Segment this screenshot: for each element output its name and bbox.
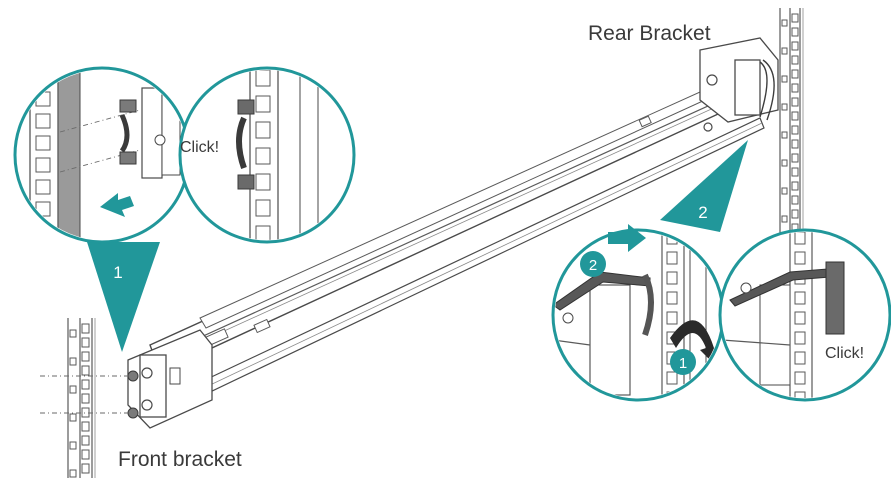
front-post-hole	[81, 407, 90, 418]
step-1-number: 1	[679, 355, 687, 372]
front-detail-circle-post	[13, 66, 191, 260]
front-post-hole	[81, 379, 90, 390]
rear-post-hole	[791, 55, 799, 65]
detail-post-hole	[255, 199, 271, 217]
rear-post-hole	[781, 187, 788, 195]
detail-post-hole	[666, 251, 678, 265]
rear-post-hole	[791, 111, 799, 121]
rear-post-hole	[791, 209, 799, 219]
rear-post-hole	[781, 131, 788, 139]
rear-post-hole	[781, 215, 788, 223]
detail-post-hole	[794, 311, 806, 325]
rear-post-hole	[781, 75, 788, 83]
detail-post-hole	[794, 251, 806, 265]
front-post-hole	[81, 337, 90, 348]
rear-post-hole	[791, 125, 799, 135]
front-post-hole	[81, 463, 90, 474]
front-rack-post	[67, 318, 96, 478]
step-2-badge	[580, 251, 606, 277]
rear-post-hole	[791, 181, 799, 191]
front-post-hole	[81, 351, 90, 362]
rear-bracket-label: Rear Bracket	[588, 22, 711, 45]
detail-post-hole	[35, 223, 51, 239]
detail-post-hole	[255, 121, 271, 139]
detail-post-hole	[255, 225, 271, 240]
detail-post-hole	[255, 70, 271, 87]
rear-post-hole	[791, 41, 799, 51]
front-post-hole	[69, 385, 77, 394]
detail-post-hole	[255, 95, 271, 113]
rear-post-hole	[781, 47, 788, 55]
rear-post-hole	[791, 69, 799, 79]
front-post-hole	[81, 323, 90, 334]
detail-post-hole	[794, 371, 806, 385]
rear-post-hole	[791, 13, 799, 23]
rear-post-hole	[791, 139, 799, 149]
curved-arrow-icon	[670, 320, 720, 362]
callout-2-number: 2	[698, 203, 707, 222]
detail-post-hole	[666, 371, 678, 385]
detail-post-hole	[256, 252, 270, 268]
detail-post-hole	[255, 147, 271, 165]
front-post-hole	[69, 357, 77, 366]
front-post-hole	[69, 441, 77, 450]
click-label-rear: Click!	[825, 345, 864, 362]
rear-detail-circle-steps: 2 1	[551, 224, 725, 402]
step-2-number: 2	[589, 257, 597, 274]
front-bracket-pins	[40, 370, 139, 419]
rear-detail-circle-click: Click!	[718, 228, 891, 402]
detail-post-hole	[666, 291, 678, 305]
front-post-hole	[81, 449, 90, 460]
rear-post-hole	[791, 195, 799, 205]
detail-post-hole	[666, 271, 678, 285]
detail-post-hole	[35, 157, 51, 173]
front-post-hole	[69, 329, 77, 338]
detail-post-hole	[794, 331, 806, 345]
detail-post-hole	[794, 232, 806, 245]
front-post-hole	[81, 393, 90, 404]
front-post-hole	[69, 413, 77, 422]
front-detail-circle-click: Click!	[178, 66, 356, 268]
detail-post-hole	[35, 135, 51, 151]
callout-1-number: 1	[113, 263, 122, 282]
detail-post-hole	[35, 70, 51, 85]
front-post-hole	[81, 421, 90, 432]
rear-post-hole	[791, 27, 799, 37]
click-label-front: Click!	[180, 139, 219, 156]
rear-post-hole	[791, 97, 799, 107]
front-bracket-label: Front bracket	[118, 448, 242, 471]
rear-post-hole	[781, 19, 788, 27]
detail-post-hole	[794, 351, 806, 365]
rear-post-hole	[791, 153, 799, 163]
detail-post-hole	[36, 246, 50, 260]
front-post-hole	[69, 469, 77, 478]
rear-post-hole	[791, 83, 799, 93]
arrow-left-icon	[100, 193, 134, 217]
detail-post-hole	[794, 291, 806, 305]
front-post-hole	[81, 365, 90, 376]
rear-post-hole	[781, 159, 788, 167]
detail-post-hole	[35, 113, 51, 129]
detail-post-hole	[794, 391, 806, 398]
step-1-badge	[670, 349, 696, 375]
rear-post-hole	[791, 167, 799, 177]
rear-post-hole	[781, 103, 788, 111]
arrow-right-icon	[608, 224, 646, 252]
callout-wedge-1	[87, 242, 160, 352]
front-post-hole	[81, 435, 90, 446]
rail-assembly	[127, 37, 779, 429]
detail-post-hole	[666, 311, 678, 325]
callout-wedge-2	[660, 140, 748, 232]
detail-post-hole	[255, 173, 271, 191]
detail-post-hole	[35, 179, 51, 195]
